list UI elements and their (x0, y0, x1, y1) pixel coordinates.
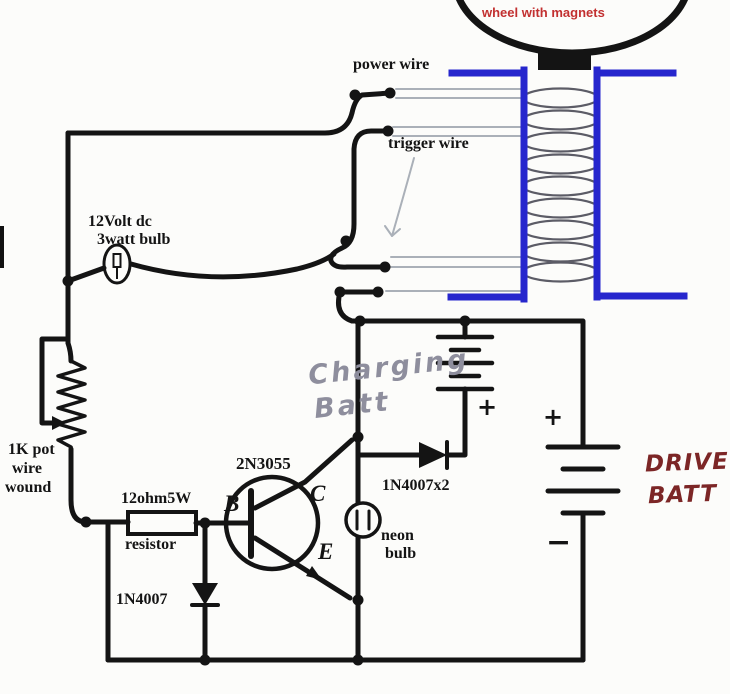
trigger-wire-label: trigger wire (388, 135, 469, 152)
scan-artifact (0, 226, 4, 268)
pot-label-line3: wound (5, 479, 52, 496)
drive-batt-label-line1: DRIVE (644, 448, 730, 478)
charging-battery-symbol (435, 334, 495, 392)
diode-1n4007-label: 1N4007 (116, 591, 168, 608)
trigger-arrow (391, 157, 415, 237)
transistor-pin-c: C (310, 481, 326, 506)
top-bus (349, 318, 586, 450)
drive-plus-sign: + (543, 403, 564, 431)
resistor-word-label: resistor (125, 536, 177, 553)
junction-dots (62, 87, 471, 666)
power-wire (65, 90, 393, 136)
resistor-symbol (126, 510, 198, 536)
pot-top-link (65, 340, 74, 364)
bulb-symbol (102, 243, 132, 285)
wiper-arrowhead (52, 416, 66, 430)
pot-bottom-wire (68, 446, 89, 525)
bulb-lead (65, 265, 107, 284)
trigger-wire (328, 128, 391, 270)
transistor-label: 2N3055 (236, 454, 291, 473)
neon-label-line2: bulb (385, 545, 417, 562)
charging-battery-bottom-lead (444, 386, 468, 458)
wheel-label: wheel with magnets (482, 5, 605, 20)
magnet (538, 52, 591, 70)
sketch-lines (384, 88, 522, 292)
charging-batt-label-line2: Batt (312, 386, 393, 425)
drive-batt-label-line2: BATT (647, 480, 718, 510)
resistor-value-label: 12ohm5W (121, 490, 192, 507)
collector-lead (252, 437, 355, 511)
coil-bobbin (447, 66, 688, 303)
potentiometer-symbol (52, 359, 87, 449)
drive-minus-sign: − (546, 525, 572, 560)
charging-plus-sign: + (477, 393, 498, 421)
pot-label-line1: 1K pot (8, 441, 55, 458)
emitter-lead (252, 535, 353, 601)
neon-bulb-symbol (344, 501, 382, 539)
emitter-arrowhead (306, 566, 322, 580)
bulb-label-line2: 3watt bulb (97, 231, 171, 248)
drive-battery-symbol (545, 444, 621, 516)
transistor-pin-b: B (224, 491, 240, 516)
bulb-return-wire (128, 251, 337, 280)
diode-1n4007x2-label: 1N4007x2 (382, 477, 450, 494)
pot-label-line2: wire (12, 460, 42, 477)
diode-1n4007x2-symbol (419, 440, 449, 470)
neon-label-line1: neon (381, 527, 414, 544)
transistor-symbol (223, 474, 322, 580)
pot-wiper-wire (39, 336, 71, 426)
diode-1n4007-symbol (190, 583, 220, 607)
coil-windings (521, 87, 600, 283)
power-wire-label: power wire (353, 56, 430, 73)
bulb-label-line1: 12Volt dc (88, 213, 152, 230)
transistor-pin-e: E (318, 539, 334, 564)
